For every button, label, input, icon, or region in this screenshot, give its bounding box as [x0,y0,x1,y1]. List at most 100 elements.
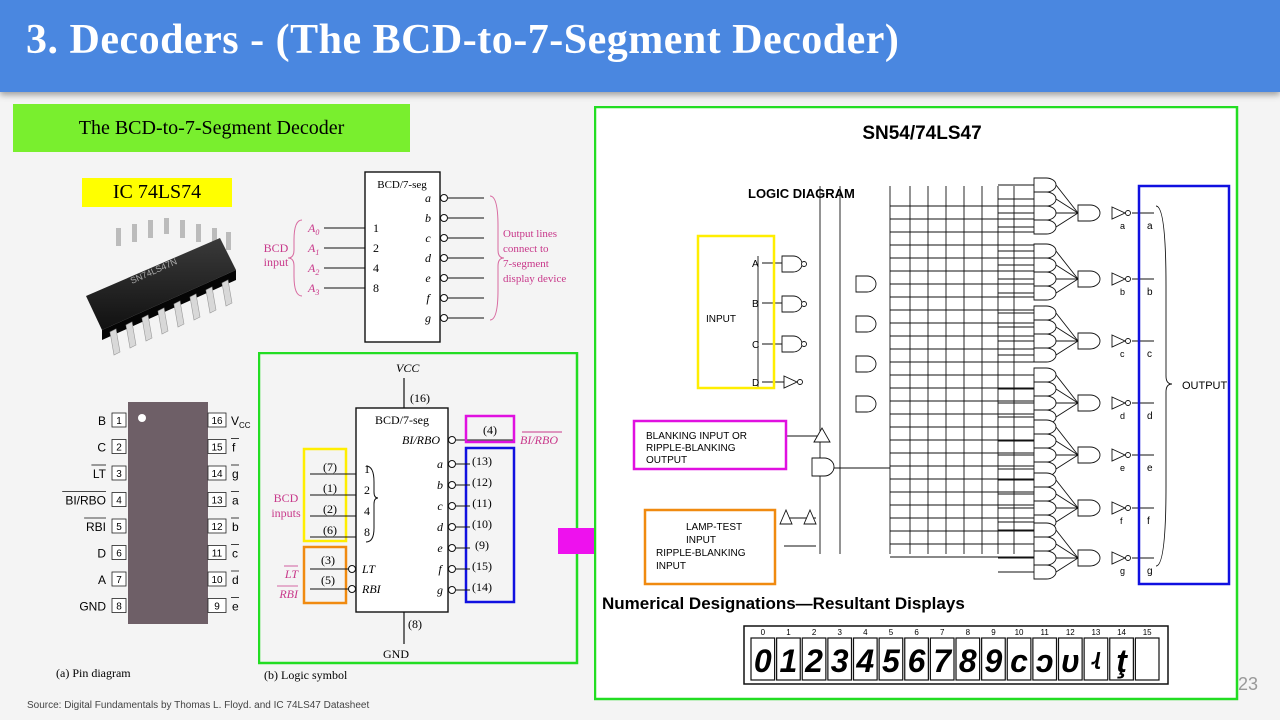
blanking-line: OUTPUT [646,455,687,466]
lamp-test-line: RIPPLE-BLANKING [656,548,746,559]
pin-number: 5 [116,522,122,533]
block-input-name: A3 [307,281,319,297]
title-bar: 3. Decoders - (The BCD-to-7-Segment Deco… [0,0,1280,92]
block-input-name: A1 [307,241,319,257]
and-gate [1033,219,1057,235]
pin-name: GND [79,600,106,614]
and-gate [1077,446,1101,464]
and-gate [1033,367,1057,383]
and-gate [1033,333,1057,349]
display-number: 7 [940,628,945,637]
and-gate [1033,500,1057,516]
buffer [803,508,817,525]
bcd-label-2: input [264,255,289,269]
pin-box [207,465,227,481]
pin-box [111,439,127,454]
block-output-name: c [425,231,431,245]
display-number: 1 [786,628,791,637]
display-glyph: ʵ [1090,643,1100,679]
pin-name: d [232,573,239,587]
pin1-dot [138,414,146,422]
display-cell [1006,637,1032,681]
and-gate [855,355,877,373]
slide-title: 3. Decoders - (The BCD-to-7-Segment Deco… [26,17,900,63]
logic-control-name: RBI [361,582,382,596]
display-glyph: 5 [882,643,901,679]
control-box [302,545,348,605]
display-glyph: 2 [804,643,823,679]
display-glyph: 0 [754,643,772,679]
note-line: 7-segment [503,258,549,270]
logic-input-pin: (1) [323,481,337,495]
wire [1055,264,1079,280]
pin-number: 12 [211,522,223,533]
blanking-line: BLANKING INPUT OR [646,431,747,442]
bubble [801,261,807,267]
pin-name: g [232,467,239,481]
buffer [779,508,793,525]
wire [1055,557,1079,573]
logic-output-name: a [437,457,443,471]
block-output-bubble [440,234,448,242]
input-label: INPUT [706,314,736,325]
display-number: 3 [837,628,842,637]
output-letter: a [1147,221,1153,232]
display-glyph: 6 [908,643,926,679]
bubble [1125,400,1131,406]
display-glyph: 1 [780,643,798,679]
gnd-pin: (8) [408,617,422,631]
and-gate [1077,332,1101,350]
display-cell [904,637,929,681]
and-gate [1033,319,1057,335]
buffer [1111,206,1127,220]
display-glyph: 4 [855,643,874,679]
pin-name: BI/RBO [65,494,106,508]
logic-input-weight: 2 [364,483,370,497]
input-box [696,234,776,390]
pin-name: VCC [231,414,251,430]
and-gate [1033,347,1057,363]
pin-diagram-caption: (a) Pin diagram [56,666,131,680]
and-gate [855,275,877,293]
and-gate [1077,270,1101,288]
and-gate [1077,394,1101,412]
pin-box [111,518,127,534]
pin-box [111,545,127,560]
logic-output-pin: (15) [472,559,492,573]
pin-box [207,492,227,507]
bcd-inputs-label-1: BCD [274,491,299,505]
pin-box [111,412,127,428]
logic-control-name: LT [361,562,376,576]
and-gate [1033,285,1057,301]
bi-rbo-label: BI/RBO [520,433,558,447]
buffer [783,375,799,389]
output-gate-letter: g [1120,566,1125,576]
numerical-title: Numerical Designations—Resultant Display… [602,594,965,613]
logic-control-bubble [348,565,356,573]
display-number: 8 [966,628,971,637]
display-cell [929,637,955,681]
pin-box [207,518,227,534]
logic-outputs: a(13)b(12)c(11)d(10)e(9)f(15)g(14) [437,454,492,597]
bubble [797,379,803,385]
lamp-test-line: INPUT [656,561,686,572]
pin-box [207,598,227,613]
logic-output-name: b [437,478,443,492]
wire [1055,543,1079,559]
bubble [1125,555,1131,561]
logic-output-bubble [448,481,456,489]
wire [1055,212,1079,228]
block-output-bubble [440,294,448,302]
display-number: 0 [761,628,766,637]
logic-output-bubble [448,586,456,594]
and-gate [1033,550,1057,566]
logic-input-pin: (2) [323,502,337,516]
buffer [1111,501,1127,515]
display-cell [852,637,878,681]
block-input-name: A2 [307,261,319,277]
display-glyph: ţ [1116,643,1128,679]
